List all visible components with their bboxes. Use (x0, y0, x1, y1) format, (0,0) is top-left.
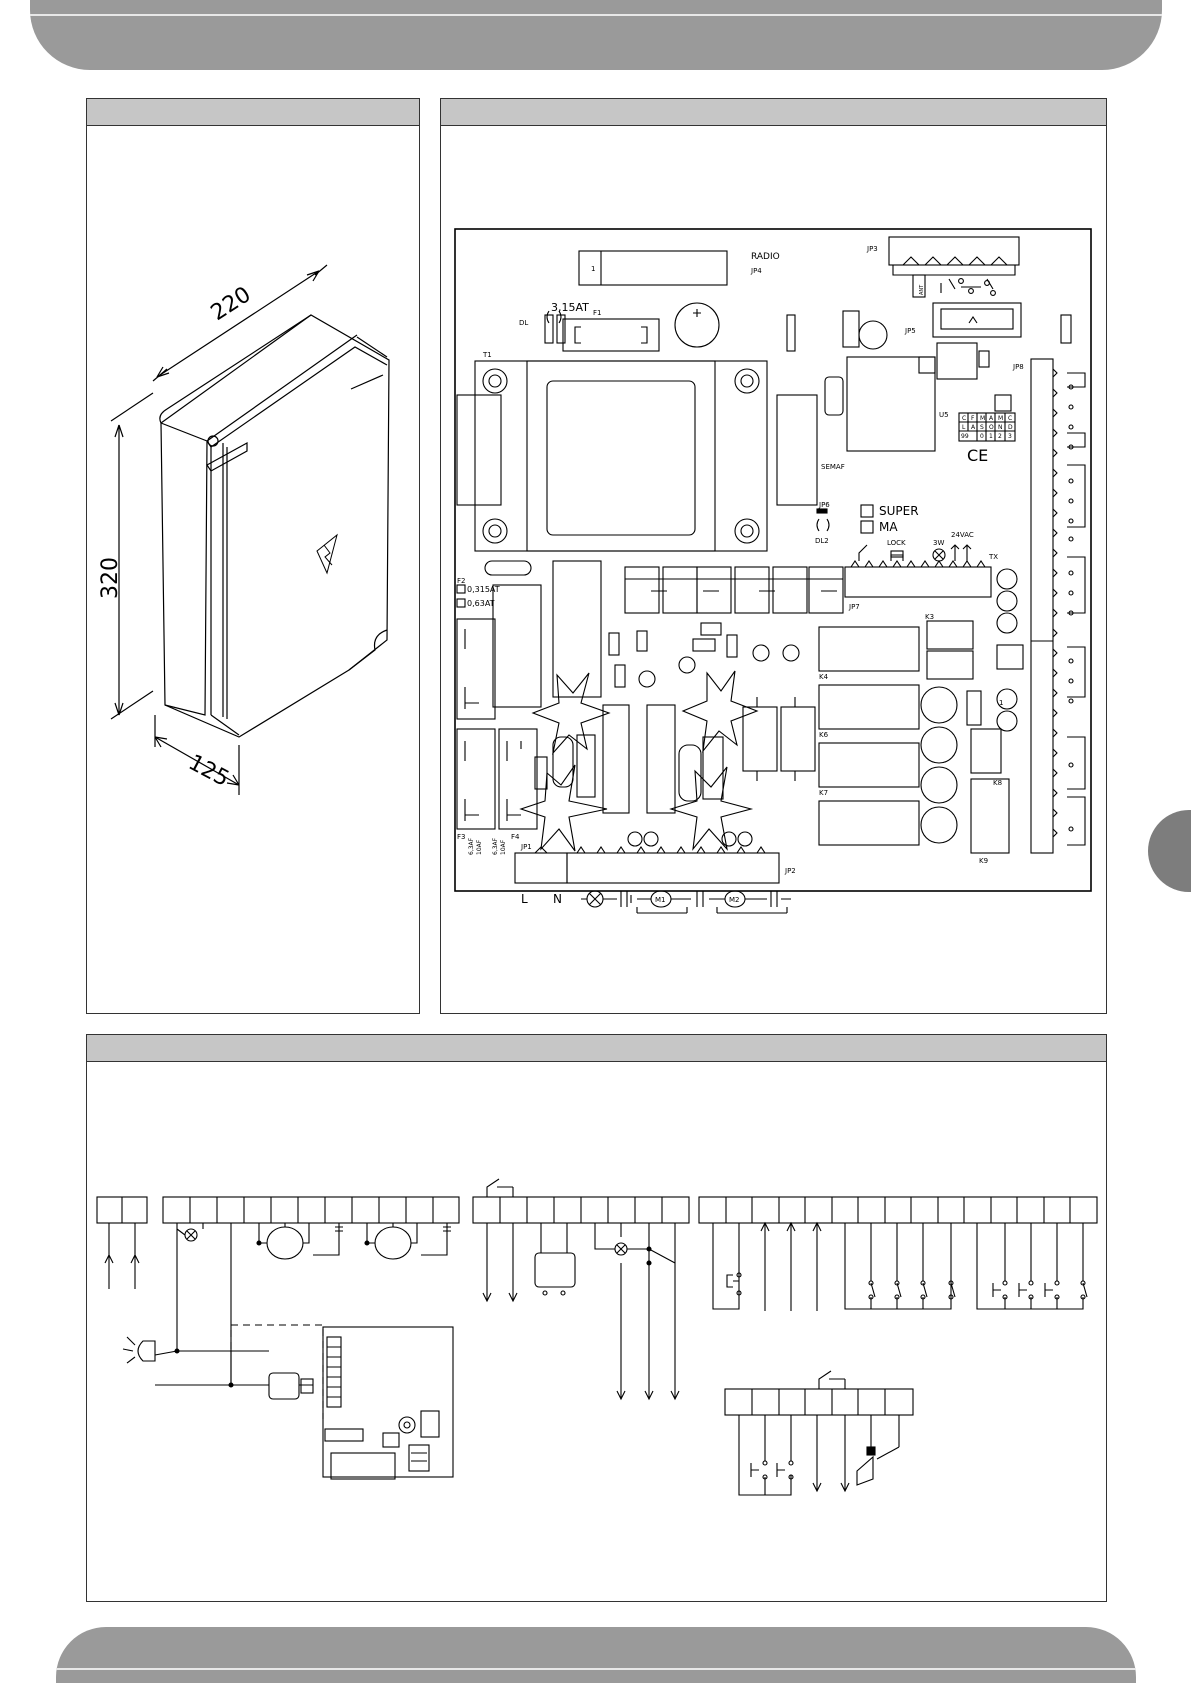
label-one: 1 (591, 265, 595, 273)
label-tx: TX (988, 553, 998, 561)
config-table-cell: 2 (998, 433, 1002, 440)
board-panel: RADIO JP4 1 JP3 JP5 JP8 3,15AT F1 DL T1 … (440, 98, 1107, 1014)
label-jp8: JP8 (1012, 363, 1024, 371)
footer-band-line (56, 1668, 1136, 1670)
label-k4: K4 (819, 673, 829, 681)
label-f3-opt2: 10AF (476, 839, 483, 855)
label-f3-opt1: 6,3AF (468, 837, 475, 855)
config-table-cell: O (989, 424, 994, 431)
dim-width-label: 220 (207, 282, 256, 326)
label-jp4: JP4 (750, 267, 762, 275)
config-table-cell: 3 (1008, 433, 1012, 440)
label-k7: K7 (819, 789, 828, 797)
config-table-cell: S (980, 424, 984, 431)
label-jp5: JP5 (904, 327, 916, 335)
label-super: SUPER (879, 504, 919, 518)
enclosure-panel-header (87, 99, 419, 126)
footer-band (56, 1627, 1136, 1683)
label-f3: F3 (457, 833, 465, 841)
config-table-cell: N (998, 424, 1003, 431)
label-m2: M2 (729, 896, 740, 904)
label-m1: M1 (655, 896, 666, 904)
config-table-cell: 1 (989, 433, 993, 440)
wiring-diagram (87, 1061, 1106, 1601)
label-jp6: JP6 (818, 501, 830, 509)
config-table-cell: 0 (980, 433, 984, 440)
config-table-cell: 99 (961, 433, 969, 440)
dim-height-label: 320 (98, 557, 123, 599)
label-f4-opt1: 6,3AF (492, 837, 499, 855)
label-k3: K3 (925, 613, 934, 621)
enclosure-drawing: 220 320 125 (87, 125, 419, 1013)
config-table-cell: F (971, 415, 975, 422)
label-f1: F1 (593, 309, 601, 317)
label-ma: MA (879, 520, 898, 534)
label-l: L (521, 892, 528, 906)
label-k8: K8 (993, 779, 1002, 787)
label-ce: CE (967, 446, 988, 465)
label-u5: U5 (939, 411, 949, 419)
config-table-cell: L (962, 424, 966, 431)
label-f4: F4 (511, 833, 520, 841)
label-24vac: 24VAC (951, 531, 974, 539)
label-f2-opt2: 0,63AT (467, 599, 495, 608)
label-dl2: DL2 (815, 537, 829, 545)
label-f4-opt2: 10AF (500, 839, 507, 855)
label-f2: F2 (457, 577, 465, 585)
label-semaf: SEMAF (821, 463, 845, 471)
enclosure-panel: 220 320 125 (86, 98, 420, 1014)
config-table-cell: A (989, 415, 994, 422)
config-table-cell: M (980, 415, 985, 422)
label-k9: K9 (979, 857, 988, 865)
config-table-cell: C (1008, 415, 1012, 422)
board-drawing: RADIO JP4 1 JP3 JP5 JP8 3,15AT F1 DL T1 … (441, 125, 1106, 1013)
label-n: N (553, 892, 562, 906)
board-panel-header (441, 99, 1106, 126)
config-table-cell: D (1008, 424, 1013, 431)
label-jp2: JP2 (784, 867, 796, 875)
label-t1: T1 (482, 351, 492, 359)
label-3w: 3W (933, 539, 944, 547)
label-ant: ANT (919, 284, 925, 295)
section-tab (1148, 810, 1191, 892)
label-f2-opt1: 0,315AT (467, 585, 500, 594)
wiring-panel-header (87, 1035, 1106, 1062)
label-jp1: JP1 (520, 843, 532, 851)
config-table-cell: C (962, 415, 966, 422)
label-lock: LOCK (887, 539, 906, 547)
label-radio: RADIO (751, 252, 780, 262)
dim-depth-label: 125 (184, 750, 233, 792)
wiring-panel (86, 1034, 1107, 1602)
config-table-cell: A (971, 424, 976, 431)
config-table-cell: M (998, 415, 1003, 422)
label-f1-rating: 3,15AT (551, 301, 589, 314)
label-one-b: 1 (999, 699, 1003, 707)
label-k6: K6 (819, 731, 829, 739)
label-jp7: JP7 (848, 603, 860, 611)
label-jp3: JP3 (866, 245, 878, 253)
label-dl: DL (519, 319, 528, 327)
header-band-line (30, 14, 1162, 16)
header-band (30, 0, 1162, 70)
